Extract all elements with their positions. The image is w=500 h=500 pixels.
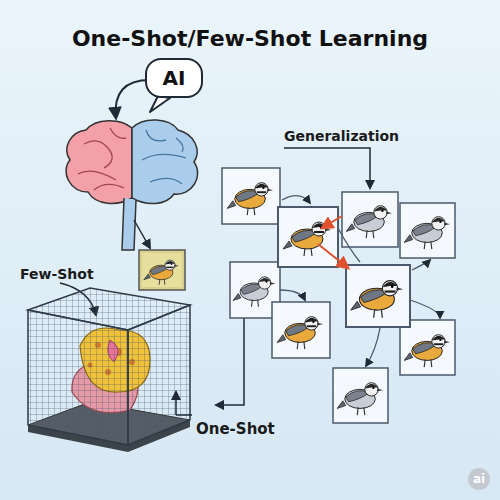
generalization-label: Generalization <box>284 128 399 144</box>
diagram-title: One-Shot/Few-Shot Learning <box>0 26 500 51</box>
few-shot-label: Few-Shot <box>20 266 94 282</box>
one-shot-label: One-Shot <box>196 420 275 438</box>
watermark: ai <box>473 472 485 486</box>
speech-bubble: AI <box>145 58 203 98</box>
node-text: AI <box>163 66 186 90</box>
